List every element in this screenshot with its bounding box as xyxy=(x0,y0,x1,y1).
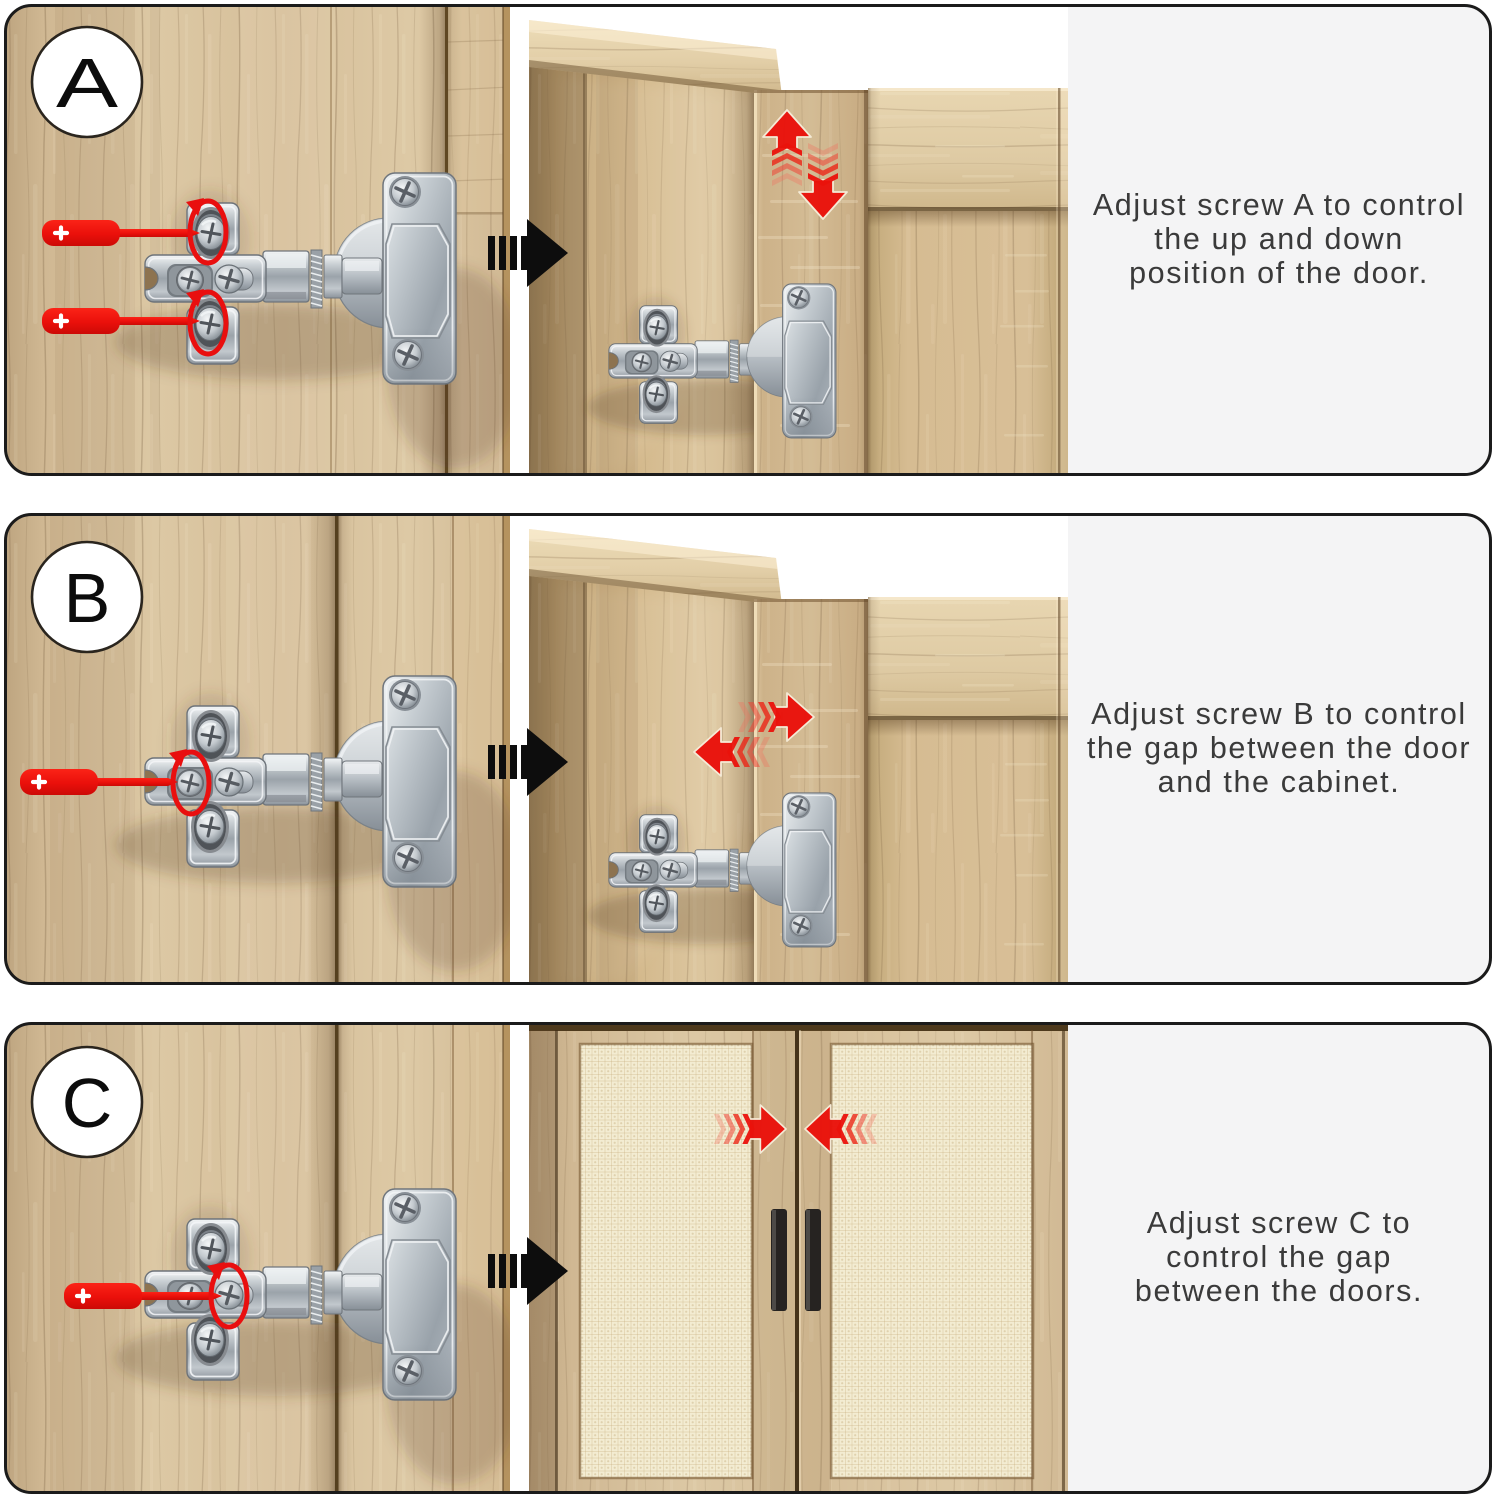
svg-text:position of the door.: position of the door. xyxy=(1129,256,1429,290)
svg-text:the up and down: the up and down xyxy=(1154,222,1404,256)
svg-text:the gap between the door: the gap between the door xyxy=(1087,731,1471,765)
svg-text:between the doors.: between the doors. xyxy=(1135,1274,1423,1308)
svg-text:C: C xyxy=(62,1064,113,1142)
svg-text:control the gap: control the gap xyxy=(1166,1240,1392,1274)
svg-text:B: B xyxy=(64,559,111,637)
svg-text:Adjust screw A to control: Adjust screw A to control xyxy=(1093,188,1465,222)
svg-text:Adjust screw B to control: Adjust screw B to control xyxy=(1091,697,1467,731)
svg-text:A: A xyxy=(56,44,118,122)
svg-text:Adjust screw C to: Adjust screw C to xyxy=(1147,1206,1412,1240)
svg-text:and the cabinet.: and the cabinet. xyxy=(1158,765,1401,799)
